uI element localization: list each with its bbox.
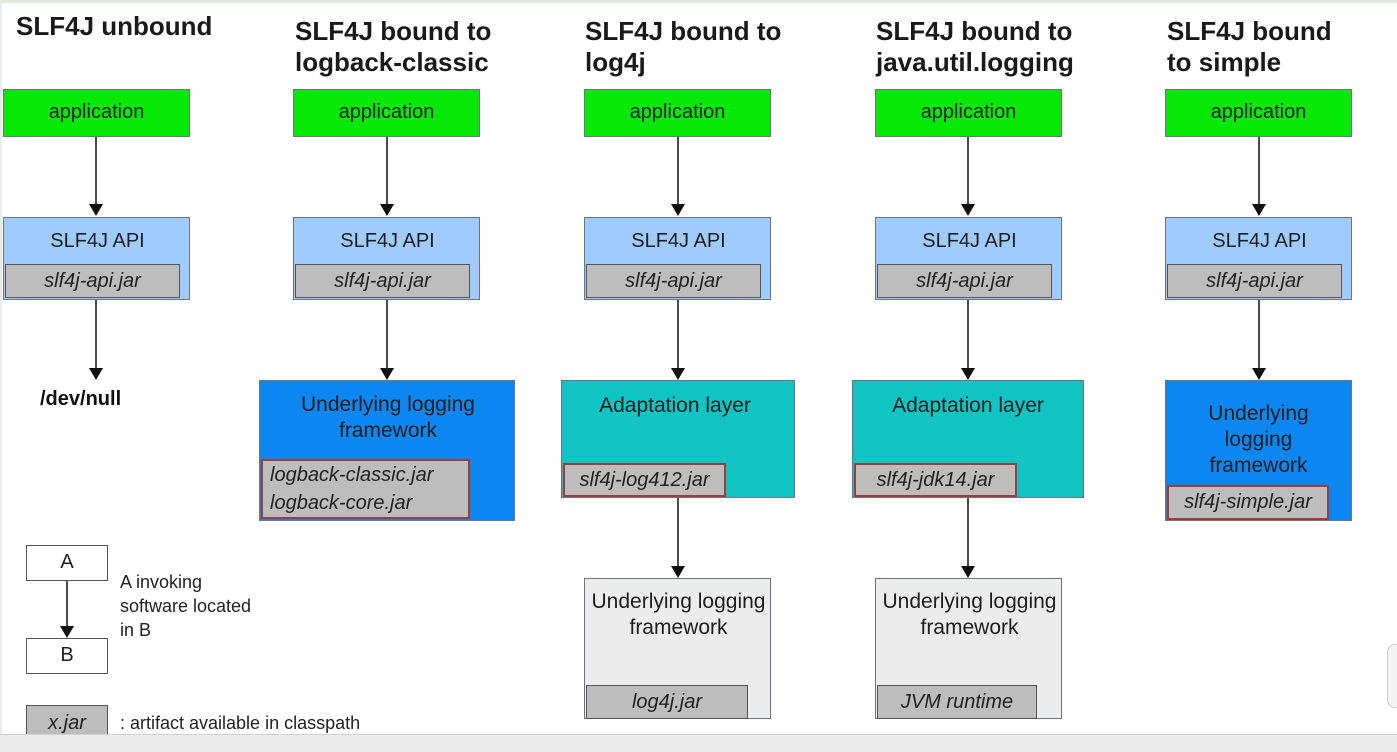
framework-jars: logback-classic.jar logback-core.jar xyxy=(261,459,470,519)
framework-label: Underlying logging framework xyxy=(882,590,1057,639)
slf4j-api-box-logback: SLF4J API slf4j-api.jar xyxy=(293,217,480,300)
application-box-logback: application xyxy=(293,89,480,137)
column-title-simple: SLF4J bound to simple xyxy=(1167,16,1332,77)
adaptation-box-log4j: Adaptation layer slf4j-log412.jar xyxy=(561,380,795,498)
framework-box-simple: Underlying logging framework slf4j-simpl… xyxy=(1165,380,1352,521)
api-jar: slf4j-api.jar xyxy=(586,264,761,298)
slf4j-api-box-log4j: SLF4J API slf4j-api.jar xyxy=(584,217,771,300)
application-box-log4j: application xyxy=(584,89,771,137)
side-tab-handle[interactable] xyxy=(1387,644,1397,708)
framework-label: Underlying logging framework xyxy=(1208,402,1309,477)
adaptation-jar: slf4j-log412.jar xyxy=(563,463,726,497)
adaptation-label: Adaptation layer xyxy=(599,394,751,417)
api-label: SLF4J API xyxy=(50,230,145,252)
legend-artifact-text: : artifact available in classpath xyxy=(120,713,361,733)
column-title-unbound: SLF4J unbound xyxy=(16,11,213,41)
application-box-jul: application xyxy=(875,89,1062,137)
framework-box-logback: Underlying logging framework logback-cla… xyxy=(259,380,515,521)
framework-jar: JVM runtime xyxy=(877,685,1037,719)
application-box-simple: application xyxy=(1165,89,1352,137)
slf4j-api-box-jul: SLF4J API slf4j-api.jar xyxy=(875,217,1062,300)
slf4j-api-box-simple: SLF4J API slf4j-api.jar xyxy=(1165,217,1352,300)
framework-box-jul: Underlying logging framework JVM runtime xyxy=(875,578,1062,719)
left-border xyxy=(0,0,2,751)
adaptation-label: Adaptation layer xyxy=(892,394,1044,417)
framework-jar-line: logback-classic.jar xyxy=(270,464,434,486)
dev-null-label: /dev/null xyxy=(40,388,122,410)
framework-jar: log4j.jar xyxy=(586,685,748,719)
framework-box-log4j: Underlying logging framework log4j.jar xyxy=(584,578,771,719)
slf4j-api-box-unbound: SLF4J API slf4j-api.jar xyxy=(3,217,190,300)
api-jar: slf4j-api.jar xyxy=(1167,264,1342,298)
application-box-unbound: application xyxy=(3,89,190,137)
api-label: SLF4J API xyxy=(1212,230,1307,252)
api-label: SLF4J API xyxy=(922,230,1017,252)
framework-label: Underlying logging framework xyxy=(301,393,475,442)
bottom-bar xyxy=(0,734,1397,752)
framework-jar-line: logback-core.jar xyxy=(270,492,413,514)
legend-box-a: A xyxy=(26,545,108,581)
api-jar: slf4j-api.jar xyxy=(295,264,470,298)
api-jar: slf4j-api.jar xyxy=(5,264,180,298)
framework-label: Underlying logging framework xyxy=(591,590,766,639)
adaptation-jar: slf4j-jdk14.jar xyxy=(854,463,1017,497)
column-title-log4j: SLF4J bound to log4j xyxy=(585,16,782,77)
top-border xyxy=(0,0,1397,3)
framework-jar: slf4j-simple.jar xyxy=(1167,485,1329,520)
adaptation-box-jul: Adaptation layer slf4j-jdk14.jar xyxy=(852,380,1084,498)
column-title-logback: SLF4J bound to logback-classic xyxy=(295,16,492,77)
legend-invoke-text: A invoking software located in B xyxy=(120,572,252,640)
api-label: SLF4J API xyxy=(340,230,435,252)
column-title-jul: SLF4J bound to java.util.logging xyxy=(876,16,1074,77)
legend-box-b: B xyxy=(26,638,108,674)
api-jar: slf4j-api.jar xyxy=(877,264,1052,298)
api-label: SLF4J API xyxy=(631,230,726,252)
